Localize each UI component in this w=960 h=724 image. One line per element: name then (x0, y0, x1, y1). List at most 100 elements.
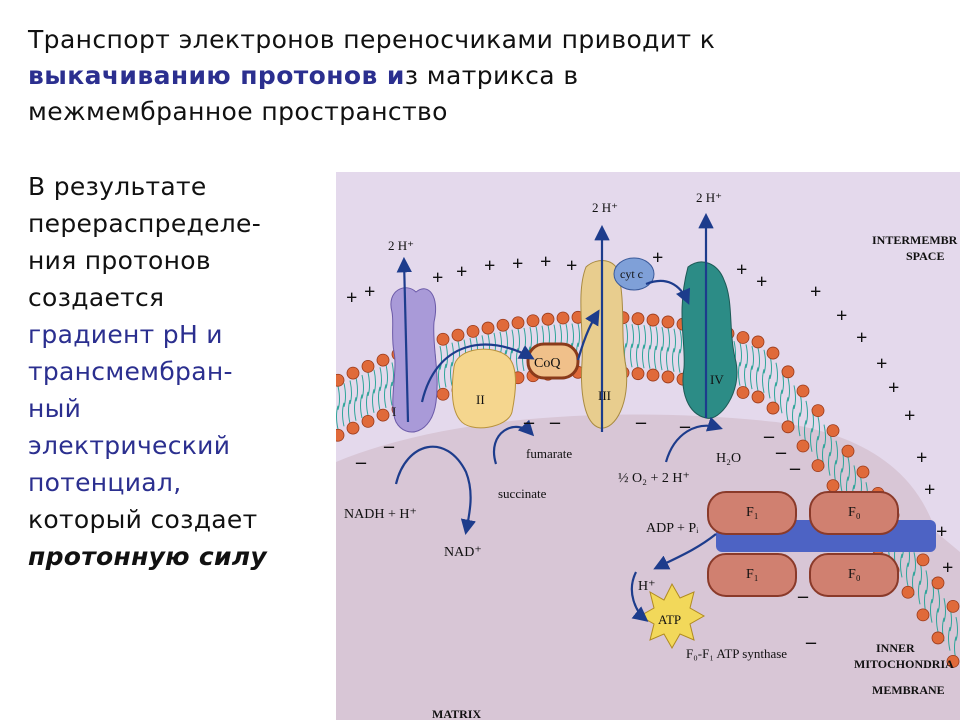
arrow-h-complex1 (396, 256, 413, 423)
lipid-tail (762, 349, 766, 393)
lipid-head (931, 631, 945, 645)
label-f1-lower: F₁ (746, 567, 759, 582)
lipid-tail (438, 346, 442, 390)
side-line-blue: электрический (28, 431, 231, 460)
lipid-head (946, 654, 960, 668)
lipid-tail (678, 329, 682, 373)
arrow-cytc-4 (645, 279, 691, 305)
lipid-head (436, 387, 450, 401)
arrow-nadh (394, 445, 476, 536)
lipid-head (916, 553, 930, 567)
plus-charge: + (652, 247, 663, 269)
side-line: который создает (28, 505, 258, 534)
lipid-tail (738, 342, 742, 386)
lipid-head (541, 312, 555, 326)
side-line: перераспределе- (28, 209, 262, 238)
plus-charge: + (876, 353, 887, 375)
label-inner-membrane: INNER (876, 641, 915, 655)
lipid-tail (636, 324, 640, 368)
complex-4 (681, 261, 738, 419)
diagram-svg: INTERMEMBRSPACEINNERMITOCHONDRIAMEMBRANE… (331, 172, 960, 721)
lipid-head (361, 359, 375, 373)
label-h2o: H₂O (716, 451, 741, 466)
plus-charge: + (904, 405, 915, 427)
lipid-head (751, 335, 765, 349)
lipid-head (646, 313, 660, 327)
label-complex-1: I (392, 404, 396, 419)
side-line: ния протонов (28, 246, 211, 275)
lipid-tail (648, 325, 652, 369)
lipid-head (436, 332, 450, 346)
lipid-head (496, 318, 510, 332)
plus-charge: + (364, 281, 375, 303)
plus-charge: + (432, 267, 443, 289)
lipid-head (736, 386, 750, 399)
minus-charge: – (775, 441, 787, 463)
plus-charge: + (456, 261, 467, 283)
label-adp: ADP + Pᵢ (646, 521, 699, 536)
plus-charge: + (540, 251, 551, 273)
matrix-bg (336, 414, 960, 720)
label-coq: CoQ (534, 356, 560, 371)
label-intermembrane: INTERMEMBR (872, 233, 958, 247)
lipid-head (826, 479, 840, 493)
side-line-italic: протонную силу (28, 542, 268, 571)
lipid-head (796, 384, 810, 398)
label-f1-upper: F₁ (746, 505, 759, 520)
lipid-head (631, 312, 645, 326)
lipid-head (916, 608, 930, 622)
f1-upper (707, 491, 797, 535)
lipid-head (796, 439, 810, 453)
label-o2: ½ O₂ + 2 H⁺ (618, 471, 690, 486)
lipid-tail (342, 383, 346, 427)
minus-charge: – (763, 425, 775, 447)
label-2h-1: 2 H⁺ (388, 238, 414, 253)
minus-charge: – (523, 411, 535, 433)
f0-upper (809, 491, 899, 535)
arrow-succinate (493, 419, 535, 465)
f1-lower (707, 553, 797, 597)
label-f0-lower: F₀ (848, 567, 861, 582)
label-matrix: MATRIX (432, 707, 481, 720)
title-line3: межмембранное пространство (28, 97, 448, 126)
label-h-plus: H⁺ (638, 579, 656, 594)
lipid-head (781, 365, 795, 379)
lipid-head (946, 599, 960, 613)
lipid-head (331, 428, 345, 442)
lipid-head (646, 368, 660, 382)
label-2h-2: 2 H⁺ (592, 200, 618, 215)
label-f0-upper: F₀ (848, 505, 861, 520)
label-inner-membrane: MEMBRANE (872, 683, 945, 697)
minus-charge: – (805, 631, 817, 653)
arrow-o2 (664, 416, 723, 463)
lipid-tail (756, 347, 760, 392)
lipid-tail (654, 326, 658, 370)
lipid-tail (816, 416, 820, 460)
lipid-head (376, 408, 390, 422)
flow-arrows (394, 212, 723, 622)
label-fumarate: fumarate (526, 446, 572, 461)
plus-charge: + (942, 557, 953, 579)
lipid-head (346, 421, 360, 435)
label-nadh: NADH + H⁺ (344, 507, 417, 522)
complex-2 (451, 348, 517, 429)
arrow-coq-3 (576, 309, 600, 361)
label-nad: NAD⁺ (444, 545, 482, 560)
lipid-head (901, 585, 915, 599)
lipid-head (466, 324, 480, 338)
side-line-blue: потенциал, (28, 468, 182, 497)
plus-charge: + (936, 521, 947, 543)
plus-charge: + (836, 305, 847, 327)
plus-charge: + (810, 281, 821, 303)
minus-charge: – (789, 457, 801, 479)
lipid-tail (750, 346, 754, 390)
lipid-head (811, 404, 825, 418)
lipid-tail (786, 377, 790, 421)
plus-charge: + (888, 377, 899, 399)
minus-charge: – (383, 435, 395, 457)
lipid-head (841, 444, 855, 458)
label-intermembrane: SPACE (906, 249, 944, 263)
lipid-head (361, 414, 375, 428)
plus-charge: + (346, 287, 357, 309)
lipid-head (556, 311, 570, 325)
